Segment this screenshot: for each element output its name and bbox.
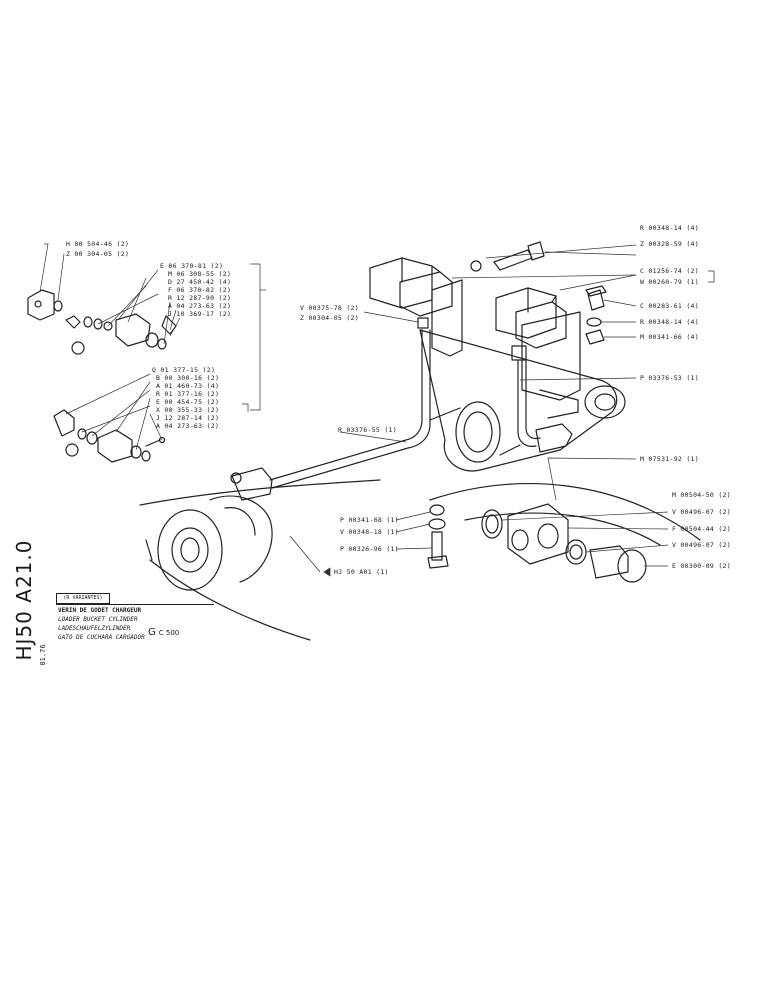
part-label: V 00348-18 (1) (340, 528, 399, 536)
part-label: B 00 300-16 (2) (156, 374, 220, 382)
part-label: P 00326-96 (1) (340, 545, 399, 553)
fitting-q (53, 409, 75, 437)
part-label: P 03376-53 (1) (640, 374, 699, 382)
part-label: E 00300-09 (2) (672, 562, 731, 570)
part-label: C 00283-61 (4) (640, 302, 699, 310)
part-label: M 07531-92 (1) (640, 455, 699, 463)
part-label: D 27 450-42 (4) (168, 278, 232, 286)
title-de: LADESCHAUFELZYLINDER (58, 625, 131, 632)
block-h (27, 289, 55, 321)
cylinder-outline (139, 479, 381, 506)
part-label: R 03376-55 (1) (338, 426, 397, 434)
part-label: Z 00304-05 (2) (300, 314, 359, 322)
title-es: GATO DE CUCHARA CARGADOR (58, 634, 145, 641)
part-label: R 00348-14 (4) (640, 224, 699, 232)
part-label: H 00 504-46 (2) (66, 240, 130, 248)
part-label: X 00 355-33 (2) (156, 406, 220, 414)
solenoid-valve-left (369, 257, 433, 309)
pipe-clamp (455, 401, 501, 463)
washer-r2 (586, 317, 602, 327)
part-label: E 06 370-81 (2) (160, 262, 224, 270)
sheet-code: HJ50 A21.0 (12, 539, 36, 661)
washer-r (470, 260, 482, 272)
cylinder-tube (419, 329, 618, 472)
solenoid-valve-right (495, 287, 557, 339)
nut-m (585, 329, 605, 345)
block-r (97, 429, 133, 463)
part-label: M 00341-66 (4) (640, 333, 699, 341)
part-label: M 00504-50 (2) (672, 491, 731, 499)
valve-bracket-left (431, 279, 463, 357)
part-label: C 01256-74 (2) (640, 267, 699, 275)
part-label: J 12 287-14 (2) (156, 414, 220, 422)
part-label: A 01 460-73 (4) (156, 382, 220, 390)
part-label: W 00260-79 (1) (640, 278, 699, 286)
pipe-end-fitting (231, 467, 273, 501)
part-label: F 00504-44 (2) (672, 525, 731, 533)
part-label: V 00496-07 (2) (672, 508, 731, 516)
part-label: A 04 273-63 (2) (156, 422, 220, 430)
part-label: R 00348-14 (4) (640, 318, 699, 326)
part-label: J 10 369-17 (2) (168, 310, 232, 318)
title-block: (R VARIANTES) VERIN DE GODET CHARGEUR LO… (56, 593, 214, 657)
bolt-p (431, 531, 443, 561)
part-label: V 00496-07 (2) (672, 541, 731, 549)
title-en: LOADER BUCKET CYLINDER (58, 616, 138, 623)
part-label: Z 00 304-05 (2) (66, 250, 130, 258)
hydraulic-pipe-r (269, 329, 423, 481)
variant-tag: (R VARIANTES) (56, 593, 110, 604)
part-label: A 04 273-63 (2) (168, 302, 232, 310)
part-label: Z 00328-59 (4) (640, 240, 699, 248)
bolt-z (493, 249, 533, 271)
sheet-date: 01.76 (39, 644, 47, 666)
part-label: F 06 370-82 (2) (168, 286, 232, 294)
seal-v1 (481, 509, 503, 539)
valve-bracket-right (521, 311, 581, 401)
sleeve-m (115, 313, 151, 347)
bucket-arc (429, 483, 701, 541)
seal-v2 (565, 539, 587, 565)
rod-eye (157, 509, 223, 591)
part-label: M 06 308-55 (2) (168, 270, 232, 278)
part-label: R 01 377-16 (2) (156, 390, 220, 398)
reference-label: HJ 50 A01 (1) (334, 568, 389, 576)
title-fr: VERIN DE GODET CHARGEUR (58, 607, 142, 614)
plug-e (589, 545, 629, 579)
screw-c (585, 285, 607, 311)
part-label: V 00375-78 (2) (300, 304, 359, 312)
part-label: R 12 287-90 (2) (168, 294, 232, 302)
part-label: P 00341-68 (1) (340, 516, 399, 524)
part-label: E 00 454-75 (2) (156, 398, 220, 406)
cylinder-outline-lower (149, 559, 311, 641)
hydraulic-pipe-p (517, 359, 537, 447)
part-label: Q 01 377-15 (2) (152, 366, 216, 374)
elbow-fitting-f (507, 503, 569, 565)
nut-p (429, 504, 445, 516)
